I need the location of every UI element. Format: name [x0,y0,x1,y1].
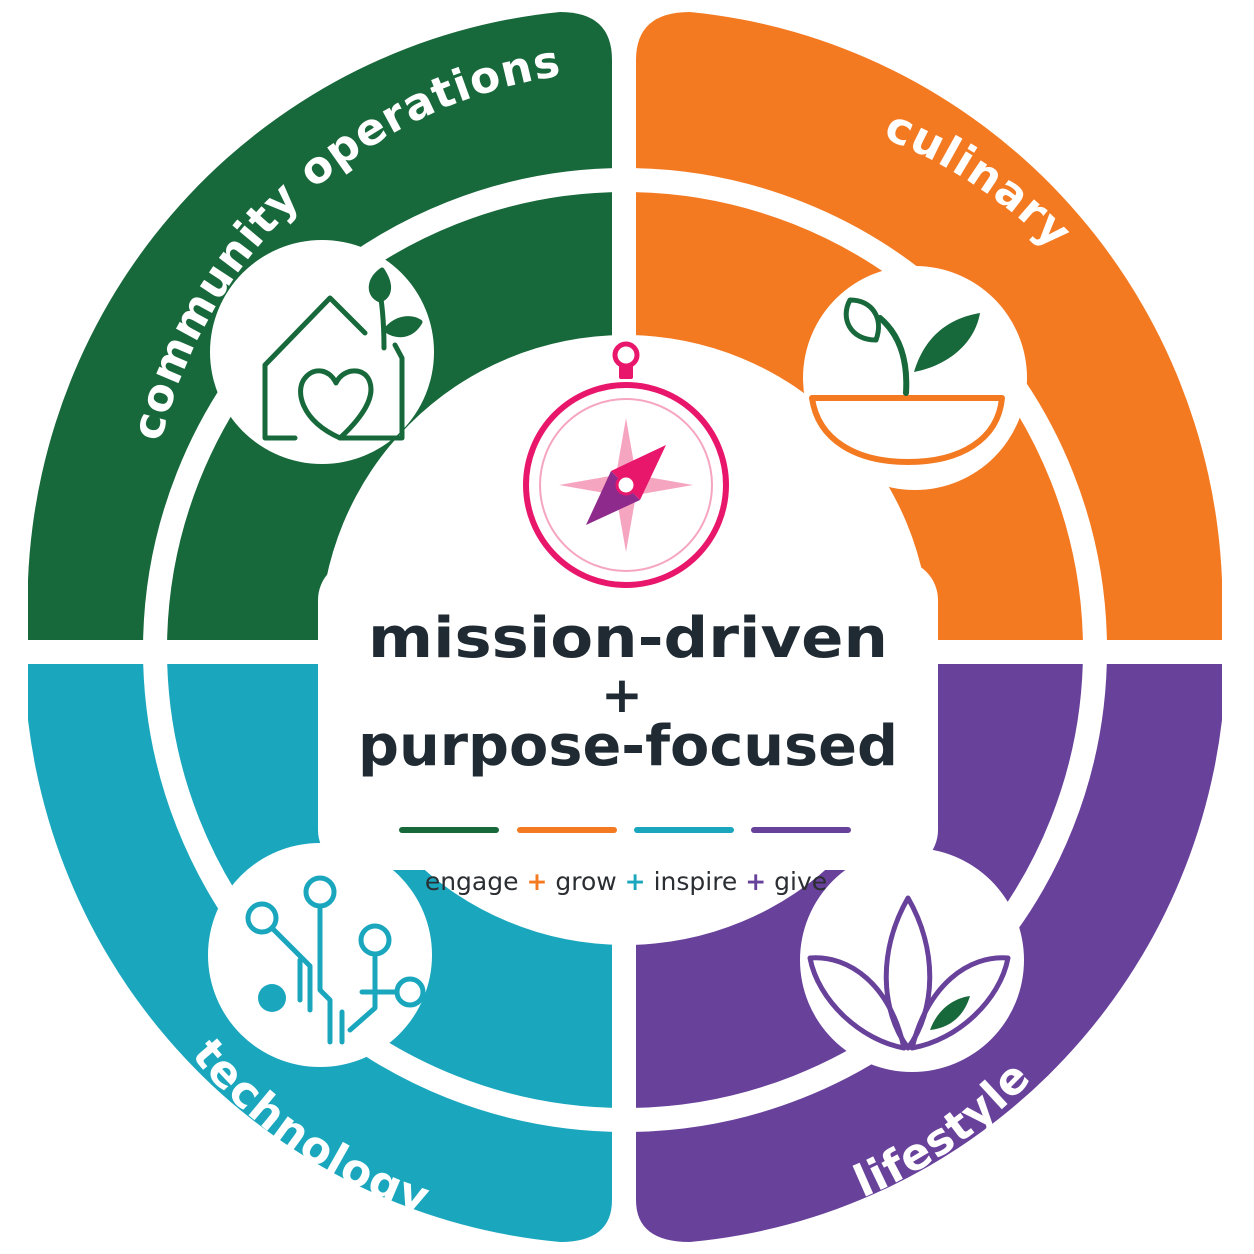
tagline-sep-1: + [526,867,547,896]
lotus-leaf-icon [807,895,1011,1051]
tagline: engage + grow + inspire + give [425,867,827,896]
bowl-sprout-icon [809,297,1005,465]
tagline-word-give: give [774,867,827,896]
tagline-word-engage: engage [425,867,519,896]
tagline-sep-3: + [745,867,766,896]
center-title-line1: mission-driven [368,606,888,671]
circuit-icon [245,875,426,1045]
tagline-word-inspire: inspire [654,867,738,896]
house-heart-sprout-icon [262,267,423,441]
center-panel [318,560,938,870]
tagline-sep-2: + [625,867,646,896]
tagline-word-grow: grow [555,867,616,896]
center-title-plus: + [601,666,643,724]
compass-icon [523,341,729,588]
icon-circle-culinary [803,266,1027,490]
icon-circle-lifestyle [800,848,1024,1072]
center-title-line2: purpose-focused [358,714,898,779]
ring-track [143,168,1107,1132]
